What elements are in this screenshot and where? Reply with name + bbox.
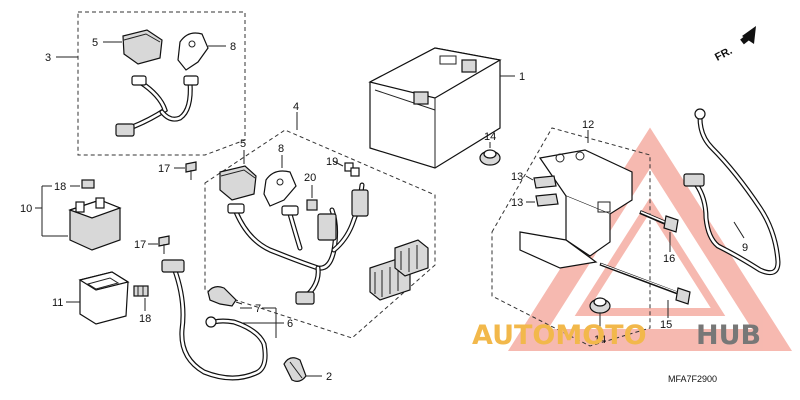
callout-1: 1 xyxy=(519,71,525,83)
cap-5-top xyxy=(122,29,163,65)
callout-18-lower: 18 xyxy=(139,313,151,325)
cap-8-center xyxy=(263,170,297,207)
clip-19 xyxy=(344,162,360,177)
callout-6: 6 xyxy=(287,318,293,330)
cap-8-top xyxy=(177,32,209,71)
relay-20 xyxy=(306,199,318,211)
group-4-outline xyxy=(204,129,436,339)
cable-6 xyxy=(161,259,268,381)
callout-13-upper: 13 xyxy=(511,171,523,183)
fuse-18-lower xyxy=(133,285,149,297)
fuse-box-b xyxy=(394,239,429,277)
screw-17-upper xyxy=(185,161,197,180)
callout-10: 10 xyxy=(20,203,32,215)
front-arrow-icon xyxy=(740,26,756,45)
callout-5-top: 5 xyxy=(92,37,98,49)
callout-3: 3 xyxy=(45,52,51,64)
callout-17-upper: 17 xyxy=(158,163,170,175)
bolt-16 xyxy=(639,210,679,233)
clamp-2 xyxy=(283,357,307,382)
svg-text:HUB: HUB xyxy=(696,320,761,351)
bolt-15 xyxy=(599,262,691,305)
callout-7: 7 xyxy=(255,303,261,315)
front-direction-label: FR. xyxy=(713,45,734,64)
callout-15: 15 xyxy=(660,319,672,331)
battery xyxy=(368,47,502,169)
callout-17-lower: 17 xyxy=(134,239,146,251)
grommet-14-top xyxy=(479,149,501,166)
main-harness xyxy=(227,182,369,305)
group-12-outline xyxy=(491,127,651,347)
callout-8-center: 8 xyxy=(278,143,284,155)
grommet-14-bottom xyxy=(589,297,611,314)
relay-10 xyxy=(68,197,122,251)
battery-holder xyxy=(519,149,633,269)
cap-7 xyxy=(207,286,243,307)
callout-14-bottom: 14 xyxy=(594,334,606,346)
cap-5-center xyxy=(219,165,257,201)
callout-14-top: 14 xyxy=(484,131,496,143)
callout-4: 4 xyxy=(293,101,299,113)
callout-11: 11 xyxy=(52,297,63,309)
callout-19: 19 xyxy=(326,156,338,168)
callout-13-lower: 13 xyxy=(511,197,523,209)
callout-18-upper: 18 xyxy=(54,181,66,193)
fuse-box-11 xyxy=(78,271,130,325)
callout-12: 12 xyxy=(582,119,594,131)
watermark-logo: AUTOMOTO HUB xyxy=(472,320,761,351)
callout-2: 2 xyxy=(326,371,332,383)
fuse-18-upper xyxy=(81,179,95,189)
diagram-code: MFA7F2900 xyxy=(668,374,717,384)
cable-9 xyxy=(683,108,781,276)
pad-13-lower xyxy=(535,193,559,207)
callout-8-top: 8 xyxy=(230,41,236,53)
callout-9: 9 xyxy=(742,242,748,254)
sub-harness-top xyxy=(115,75,199,137)
pad-13-upper xyxy=(533,175,557,189)
svg-text:AUTOMOTO: AUTOMOTO xyxy=(472,320,647,351)
callout-20: 20 xyxy=(304,172,316,184)
group-3-outline xyxy=(77,11,246,156)
screw-17-lower xyxy=(158,235,170,254)
callout-16: 16 xyxy=(663,253,675,265)
callout-5-center: 5 xyxy=(240,138,246,150)
